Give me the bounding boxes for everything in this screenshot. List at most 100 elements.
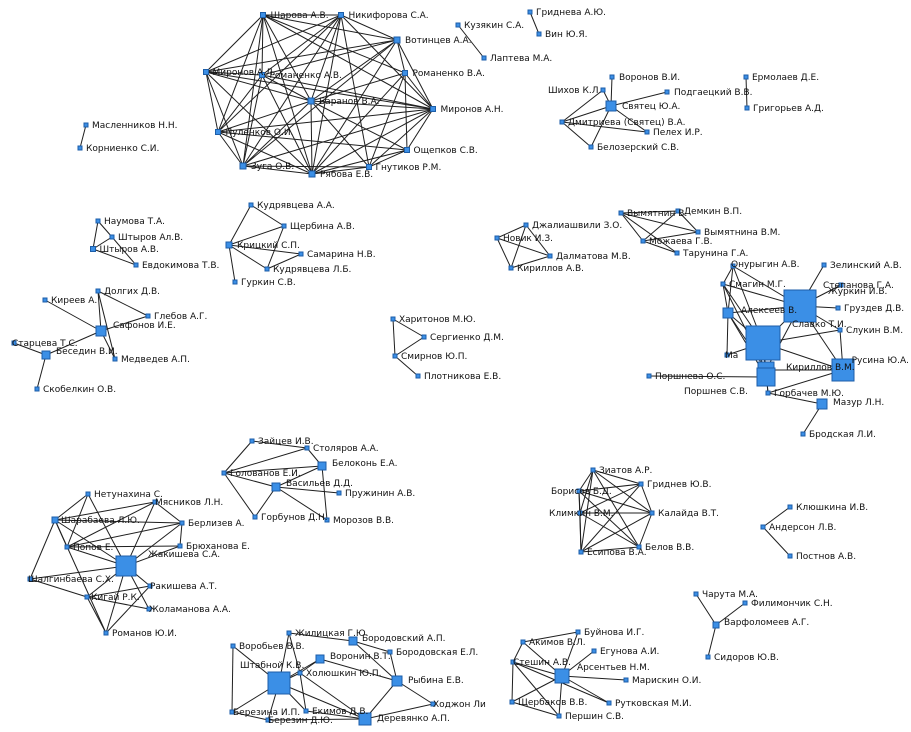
node-maslennikov[interactable] (83, 122, 89, 128)
node-sergienko[interactable] (421, 334, 427, 340)
node-romanov[interactable] (103, 630, 109, 636)
node-klyushkina[interactable] (787, 504, 793, 510)
node-pruzhinin[interactable] (336, 490, 342, 496)
node-belozersky[interactable] (588, 144, 594, 150)
node-filimonchik[interactable] (742, 600, 748, 606)
node-gurkin[interactable] (232, 279, 238, 285)
node-oshchepkov[interactable] (404, 147, 410, 153)
node-grigoriev[interactable] (744, 105, 750, 111)
node-kuzyakin[interactable] (455, 22, 461, 28)
node-mozhaeva[interactable] (640, 238, 646, 244)
node-zhilitskaya[interactable] (286, 630, 292, 636)
node-ryabova[interactable] (308, 170, 316, 178)
node-voronov_vi[interactable] (609, 74, 615, 80)
node-vin[interactable] (536, 31, 542, 37)
node-stolyarov[interactable] (304, 445, 310, 451)
node-marisykin[interactable] (623, 677, 629, 683)
node-buinova[interactable] (575, 629, 581, 635)
node-dalmatova[interactable] (547, 253, 553, 259)
node-zyatov[interactable] (590, 467, 596, 473)
node-stepin[interactable] (510, 659, 516, 665)
node-borisov[interactable] (576, 488, 582, 494)
node-stepanova[interactable] (838, 282, 844, 288)
node-besedin[interactable] (41, 350, 51, 360)
node-rybina[interactable] (391, 675, 403, 687)
node-belov[interactable] (636, 544, 642, 550)
node-smirnov[interactable] (392, 353, 398, 359)
node-shtyrov_al[interactable] (109, 234, 115, 240)
node-medvedev[interactable] (112, 356, 118, 362)
node-kireev[interactable] (42, 297, 48, 303)
node-samarina[interactable] (298, 251, 304, 257)
node-shtyrov_av[interactable] (90, 246, 96, 252)
node-dmitrieva[interactable] (559, 119, 565, 125)
node-startseva[interactable] (11, 340, 17, 346)
node-kholyushkin[interactable] (297, 670, 303, 676)
node-vymyatnin_v[interactable] (618, 210, 624, 216)
node-zhakisheva[interactable] (115, 555, 137, 577)
node-peleh[interactable] (644, 129, 650, 135)
node-sidorov[interactable] (705, 654, 711, 660)
node-egunova[interactable] (591, 648, 597, 654)
node-voronin[interactable] (315, 654, 325, 664)
node-slukin[interactable] (837, 327, 843, 333)
node-brodskaya[interactable] (800, 431, 806, 437)
node-lapteva[interactable] (481, 55, 487, 61)
node-romanenko_av[interactable] (259, 72, 265, 78)
node-berezina[interactable] (229, 709, 235, 715)
node-belokon[interactable] (317, 461, 327, 471)
node-kirillov_av[interactable] (508, 265, 514, 271)
node-romanenko_va[interactable] (402, 70, 408, 76)
node-gridnev[interactable] (638, 481, 644, 487)
node-gruzdev[interactable] (835, 305, 841, 311)
node-ermolaev[interactable] (743, 74, 749, 80)
node-zelinsky[interactable] (821, 262, 827, 268)
node-khondzhon[interactable] (430, 701, 436, 707)
node-sharova[interactable] (260, 12, 266, 18)
node-kharitonov[interactable] (390, 316, 396, 322)
node-plotnikova[interactable] (415, 373, 421, 379)
node-borodovskaya[interactable] (387, 649, 393, 655)
node-vymyatnina[interactable] (695, 229, 701, 235)
node-klimkin[interactable] (577, 510, 583, 516)
node-vasiliev[interactable] (271, 482, 281, 492)
node-porshneva[interactable] (646, 373, 652, 379)
node-rakisheva[interactable] (147, 583, 153, 589)
node-shcherbakov[interactable] (509, 699, 515, 705)
node-popov[interactable] (64, 544, 70, 550)
node-baranov[interactable] (307, 97, 315, 105)
node-anderson[interactable] (760, 524, 766, 530)
node-zuga[interactable] (239, 162, 247, 170)
node-onurygin[interactable] (730, 263, 736, 269)
node-myasnikov[interactable] (152, 499, 158, 505)
node-mazur[interactable] (816, 398, 828, 410)
node-rutkovskaya[interactable] (606, 700, 612, 706)
node-kritsky[interactable] (225, 241, 233, 249)
node-golovanov[interactable] (221, 470, 227, 476)
node-gnutikov[interactable] (366, 164, 372, 170)
node-shtabnoi[interactable] (267, 671, 291, 695)
node-ma[interactable] (724, 352, 730, 358)
node-arsentiev[interactable] (554, 668, 570, 684)
node-netunakhina[interactable] (85, 491, 91, 497)
node-morozov[interactable] (324, 517, 330, 523)
node-pulenkov[interactable] (215, 129, 221, 135)
node-pershin[interactable] (556, 713, 562, 719)
node-berezin[interactable] (265, 717, 271, 723)
node-kigai[interactable] (84, 594, 90, 600)
node-dzhaliashvili[interactable] (523, 222, 529, 228)
node-vorobiev[interactable] (230, 643, 236, 649)
node-mironov_an[interactable] (430, 106, 436, 112)
node-esipova[interactable] (578, 549, 584, 555)
node-svyatets[interactable] (605, 100, 617, 112)
node-evdokimova[interactable] (133, 262, 139, 268)
node-shikhov[interactable] (600, 87, 606, 93)
node-kudryavtseva_lb[interactable] (264, 266, 270, 272)
node-alekseev[interactable] (722, 307, 734, 319)
node-porshnev[interactable] (756, 367, 776, 387)
node-dolgikh[interactable] (95, 288, 101, 294)
node-charuta[interactable] (693, 591, 699, 597)
node-varfolomeev[interactable] (712, 621, 720, 629)
node-mironov_l[interactable] (203, 69, 209, 75)
node-akimov[interactable] (520, 639, 526, 645)
